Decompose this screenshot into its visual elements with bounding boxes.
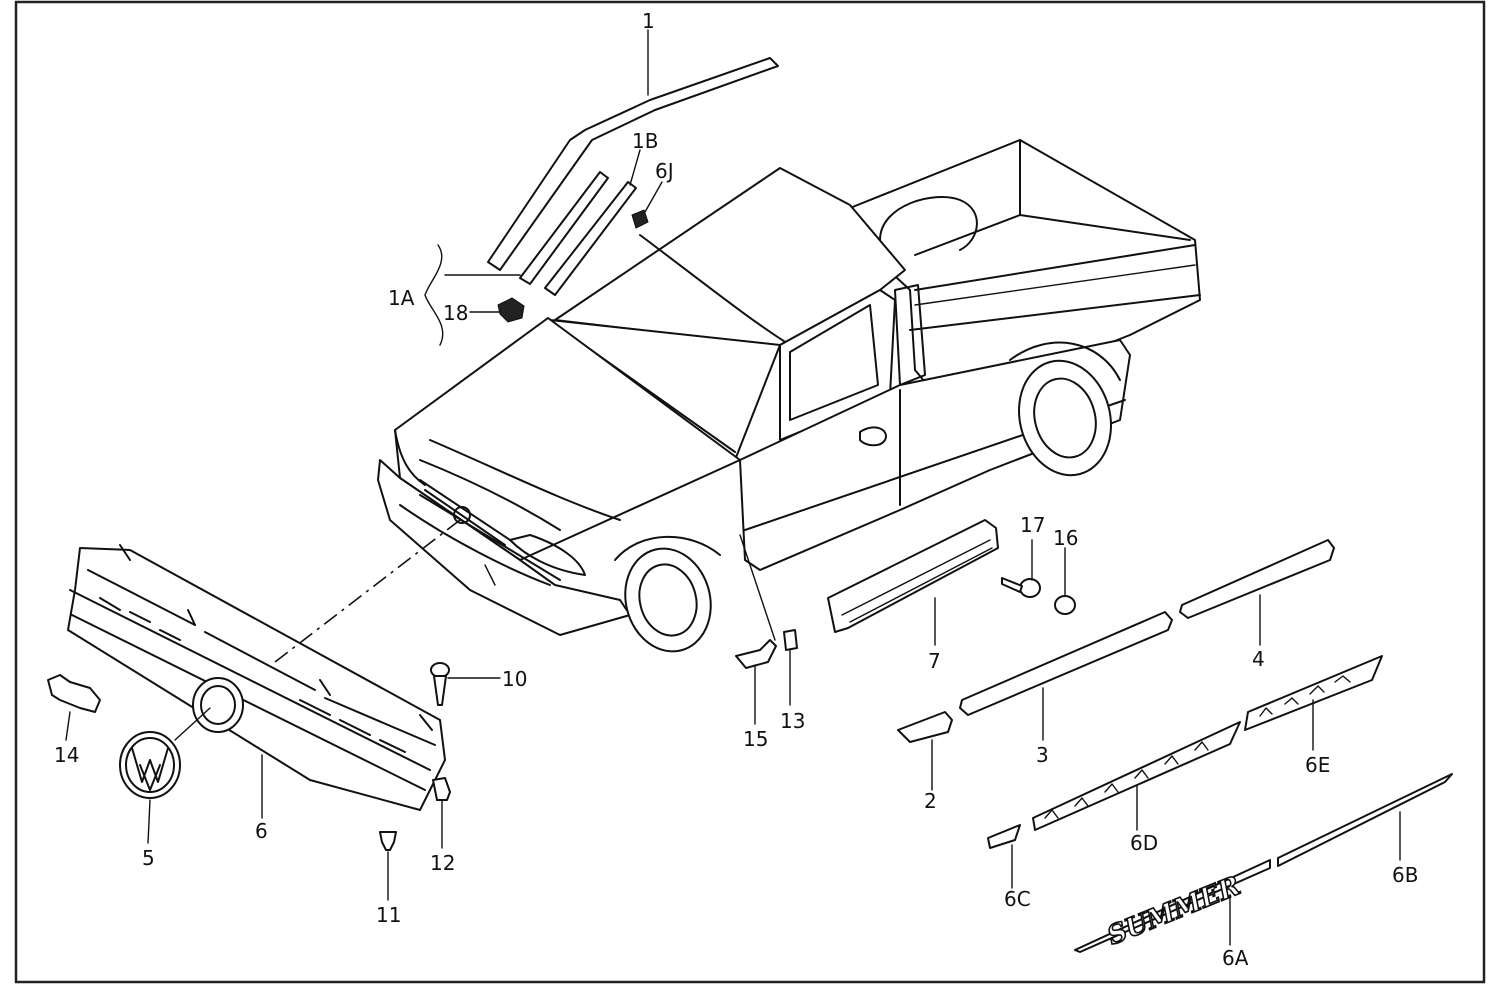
callout-1b: 1B [632,129,658,153]
callout-6c: 6C [1004,887,1031,911]
moulding-part-3 [959,611,1173,716]
diagram-frame [14,0,1486,984]
decal-part-6c [987,824,1021,849]
clip-part-18 [497,297,525,323]
callout-7: 7 [928,649,941,673]
callout-6e: 6E [1305,753,1330,777]
bracket-part-14 [47,674,101,713]
callout-3: 3 [1036,743,1049,767]
radiator-grille-part-6 [67,547,446,811]
clip-part-12 [432,777,451,801]
pickup-truck-illustration [377,139,1201,653]
callout-14: 14 [54,743,79,767]
roof-moulding-parts [487,57,779,323]
cap-part-16 [1054,595,1076,615]
roof-trim-part-1 [487,57,779,271]
callout-15: 15 [743,727,768,751]
callout-labels: 1 1A 1B 2 3 4 5 6 6A 6B 6C 6D 6E 6J 7 10… [54,9,1418,970]
callout-1: 1 [642,9,655,33]
callout-6d: 6D [1130,831,1158,855]
callout-5: 5 [142,846,155,870]
callout-4: 4 [1252,647,1265,671]
stripe-part-6b [1277,773,1453,867]
callout-13: 13 [780,709,805,733]
moulding-part-2 [897,711,953,743]
callout-18: 18 [443,301,468,325]
decal-part-6e [1244,655,1383,731]
window-strip-part-1b [544,181,637,296]
callout-6j: 6J [655,159,674,183]
window-strip-part-1a [519,171,609,285]
screw-part-10 [430,662,450,706]
callout-6b: 6B [1392,863,1418,887]
bracket-part-15 [735,639,777,669]
vw-emblem-part-5 [119,731,181,799]
grille-position-dashed-line [274,519,461,663]
callout-16: 16 [1053,526,1078,550]
callout-6a: 6A [1222,946,1249,970]
callout-1a: 1A [388,286,415,310]
rivet-part-11 [379,831,397,851]
screw-part-17 [1001,577,1041,598]
decal-text-summer: SUMMER [1103,871,1244,951]
clip-part-6j [631,209,649,229]
emblem-leader-line [174,707,211,741]
callout-17: 17 [1020,513,1045,537]
callout-2: 2 [924,789,937,813]
grille-assembly [67,544,446,811]
callout-11: 11 [376,903,401,927]
sill-trim-part-7 [827,519,999,633]
leader-lines [65,29,1401,946]
callout-6: 6 [255,819,268,843]
stripe-part-6a [1074,859,1271,953]
clip-part-13 [783,629,798,651]
callout-12: 12 [430,851,455,875]
moulding-part-4 [1179,539,1335,619]
callout-10: 10 [502,667,527,691]
